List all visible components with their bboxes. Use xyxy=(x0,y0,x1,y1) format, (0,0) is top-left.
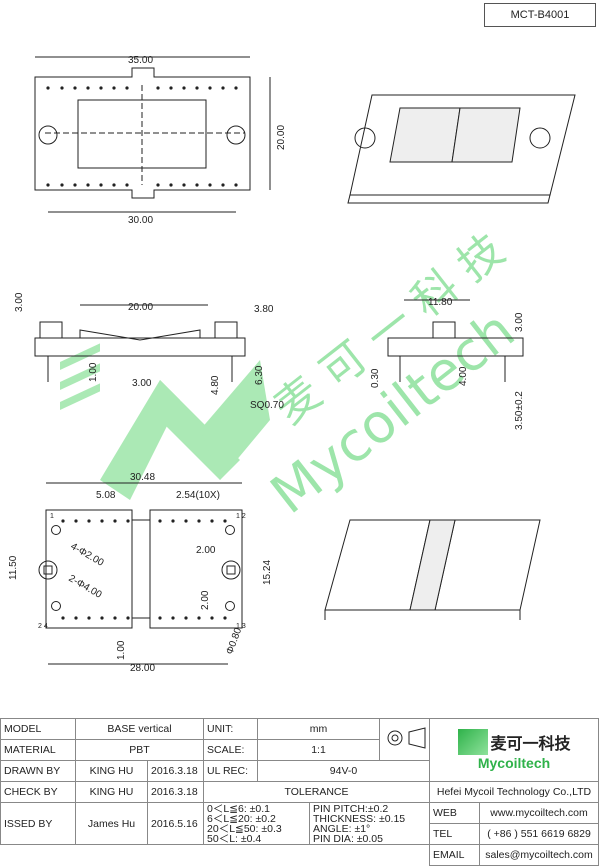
dim-bottom-a: 5.08 xyxy=(96,490,116,501)
scale-label: SCALE: xyxy=(203,739,259,761)
dim-top-height: 20.00 xyxy=(276,125,287,150)
watermark-logo-icon xyxy=(60,343,270,500)
iso-view-top xyxy=(347,94,576,204)
dim-bottom-h2: 15.24 xyxy=(262,560,273,585)
dim-bottom-c2: 2.00 xyxy=(200,590,211,610)
company-name: Hefei Mycoil Technology Co.,LTD xyxy=(429,781,600,803)
tol-range-3: 20＜L≦50: ±0.3 xyxy=(207,822,282,835)
dim-bottom-d2: 2-Φ4.00 xyxy=(67,573,104,601)
dim-side-g: 3.00 xyxy=(132,378,152,389)
dim-bottom-d1: 4-Φ2.00 xyxy=(69,541,106,569)
model-label: MODEL xyxy=(0,718,76,740)
bottom-view xyxy=(38,482,243,665)
drawn-value: KING HU xyxy=(75,760,148,782)
right-view xyxy=(387,299,524,382)
pin-label-12: 1 2 xyxy=(236,513,246,520)
dim-side-sq: SQ0.70 xyxy=(250,400,284,411)
dim-side-pin: 3.80 xyxy=(254,304,274,315)
model-value: BASE vertical xyxy=(74,718,205,740)
tolerance-ranges: 0＜L≦6: ±0.1 6＜L≦20: ±0.2 20＜L≦50: ±0.3 5… xyxy=(203,802,311,845)
ul-value: 94V-0 xyxy=(257,760,431,782)
title-block: MODEL BASE vertical UNIT: mm 麦可一科技 Mycoi… xyxy=(0,718,600,866)
dim-top-inner: 30.00 xyxy=(128,215,153,226)
dim-bottom-pitch: 2.54(10X) xyxy=(176,490,220,501)
dim-bottom-width: 30.48 xyxy=(130,472,155,483)
dim-right-c: 3.50±0.2 xyxy=(514,391,525,430)
company-logo: 麦可一科技 Mycoiltech xyxy=(429,718,600,782)
issued-label: ISSED BY xyxy=(0,802,76,845)
tolerance-label: TOLERANCE xyxy=(203,781,431,803)
top-view-holes xyxy=(46,86,238,187)
check-date: 2016.3.18 xyxy=(146,781,205,803)
pin-label-24: 2 4 xyxy=(38,623,48,630)
dim-right-height: 3.00 xyxy=(514,312,525,332)
dim-top-width: 35.00 xyxy=(128,55,153,66)
dim-bottom-l: 28.00 xyxy=(130,663,155,674)
projection-symbol-icon xyxy=(379,718,431,761)
unit-value: mm xyxy=(257,718,381,740)
tel-value: ( +86 ) 551 6619 6829 xyxy=(479,823,600,845)
logo-en: Mycoiltech xyxy=(477,755,551,771)
logo-cn: 麦可一科技 xyxy=(490,736,571,753)
technical-drawing: 麦 可 一 科 技 Mycoiltech 35.00 30.00 20.00 xyxy=(8,55,576,674)
dim-side-h2: 6.30 xyxy=(254,365,265,385)
material-value: PBT xyxy=(74,739,205,761)
material-label: MATERIAL xyxy=(0,739,76,761)
dim-right-b: 4.00 xyxy=(458,366,469,386)
scale-value: 1:1 xyxy=(257,739,381,761)
dim-bottom-h: 11.50 xyxy=(8,555,19,580)
dim-right-a: 0.30 xyxy=(370,368,381,388)
iso-view-bottom xyxy=(324,519,541,620)
dim-side-p: 4.80 xyxy=(210,375,221,395)
dim-bottom-pd: Φ0.80 xyxy=(224,626,244,656)
drawn-label: DRAWN BY xyxy=(0,760,76,782)
dim-bottom-c: 2.00 xyxy=(196,545,216,556)
logo-icon xyxy=(457,729,488,755)
check-label: CHECK BY xyxy=(0,781,76,803)
tolerance-specs: PIN PITCH:±0.2 THICKNESS: ±0.15 ANGLE: ±… xyxy=(309,802,431,845)
tol-pin-dia: PIN DIA: ±0.05 xyxy=(313,832,383,845)
web-label: WEB xyxy=(429,802,481,824)
ul-label: UL REC: xyxy=(203,760,259,782)
email-label: EMAIL xyxy=(429,844,481,866)
check-value: KING HU xyxy=(75,781,148,803)
email-link[interactable]: sales@mycoiltech.com xyxy=(479,844,600,866)
drawn-date: 2016.3.18 xyxy=(146,760,205,782)
tol-pin-pitch: PIN PITCH:±0.2 xyxy=(313,802,389,815)
tol-range-4: 50＜L: ±0.4 xyxy=(207,832,262,845)
dim-bottom-s: 1.00 xyxy=(116,640,127,660)
unit-label: UNIT: xyxy=(203,718,259,740)
tol-range-2: 6＜L≦20: ±0.2 xyxy=(207,812,276,825)
web-link[interactable]: www.mycoiltech.com xyxy=(479,802,600,824)
dim-right-width: 11.80 xyxy=(428,297,453,308)
tel-label: TEL xyxy=(429,823,481,845)
issued-value: James Hu xyxy=(75,802,148,845)
side-view xyxy=(34,304,246,382)
pin-label-13: 1 3 xyxy=(236,623,246,630)
tol-range-1: 0＜L≦6: ±0.1 xyxy=(207,802,271,815)
dim-side-width: 20.00 xyxy=(128,302,153,313)
dim-side-t: 1.00 xyxy=(88,362,99,382)
dim-side-height: 3.00 xyxy=(14,292,25,312)
tol-thickness: THICKNESS: ±0.15 xyxy=(313,812,406,825)
tol-angle: ANGLE: ±1° xyxy=(313,822,371,835)
bottom-view-holes xyxy=(61,519,227,620)
issued-date: 2016.5.16 xyxy=(146,802,205,845)
pin-label-1: 1 xyxy=(50,513,54,520)
top-view xyxy=(34,56,271,213)
drawing-code: MCT-B4001 xyxy=(484,3,596,27)
